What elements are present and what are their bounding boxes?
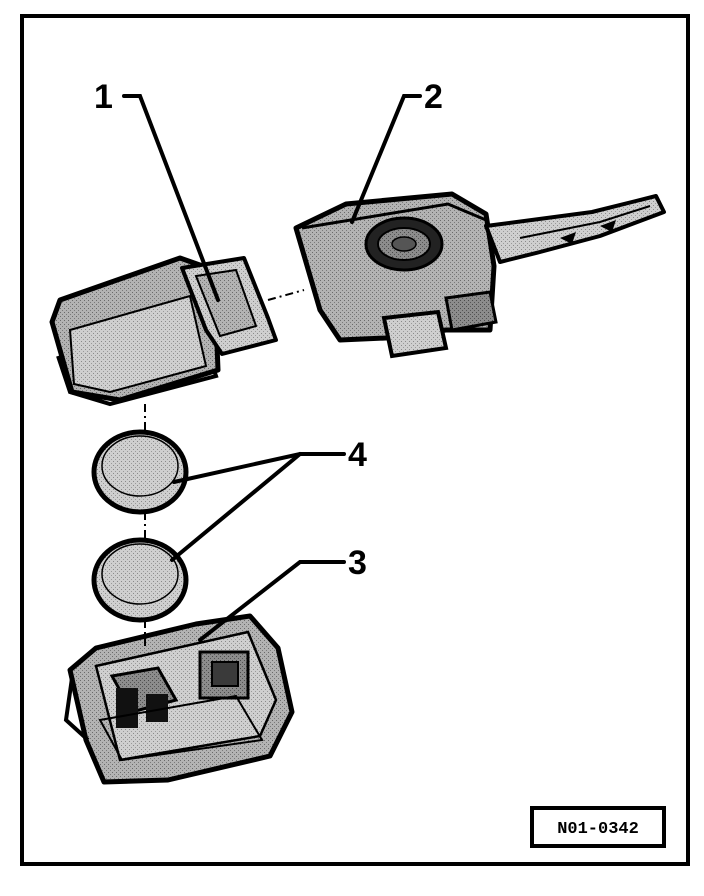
battery-top: [91, 429, 189, 515]
callout-2: 2: [424, 78, 443, 116]
leader-lines: [122, 94, 422, 642]
figure-ref-label: N01-0342: [557, 820, 639, 839]
battery-bottom: [91, 537, 189, 623]
callout-1: 1: [94, 78, 113, 116]
assembly-axis-lines: [144, 289, 305, 648]
key-cover-part: [49, 255, 278, 407]
transmitter-base-part: [63, 613, 295, 785]
callout-3: 3: [348, 544, 367, 582]
key-body-part: [293, 191, 666, 359]
key-blade: [484, 194, 666, 264]
callout-4: 4: [348, 436, 367, 474]
figure-ref-box: [530, 806, 666, 848]
